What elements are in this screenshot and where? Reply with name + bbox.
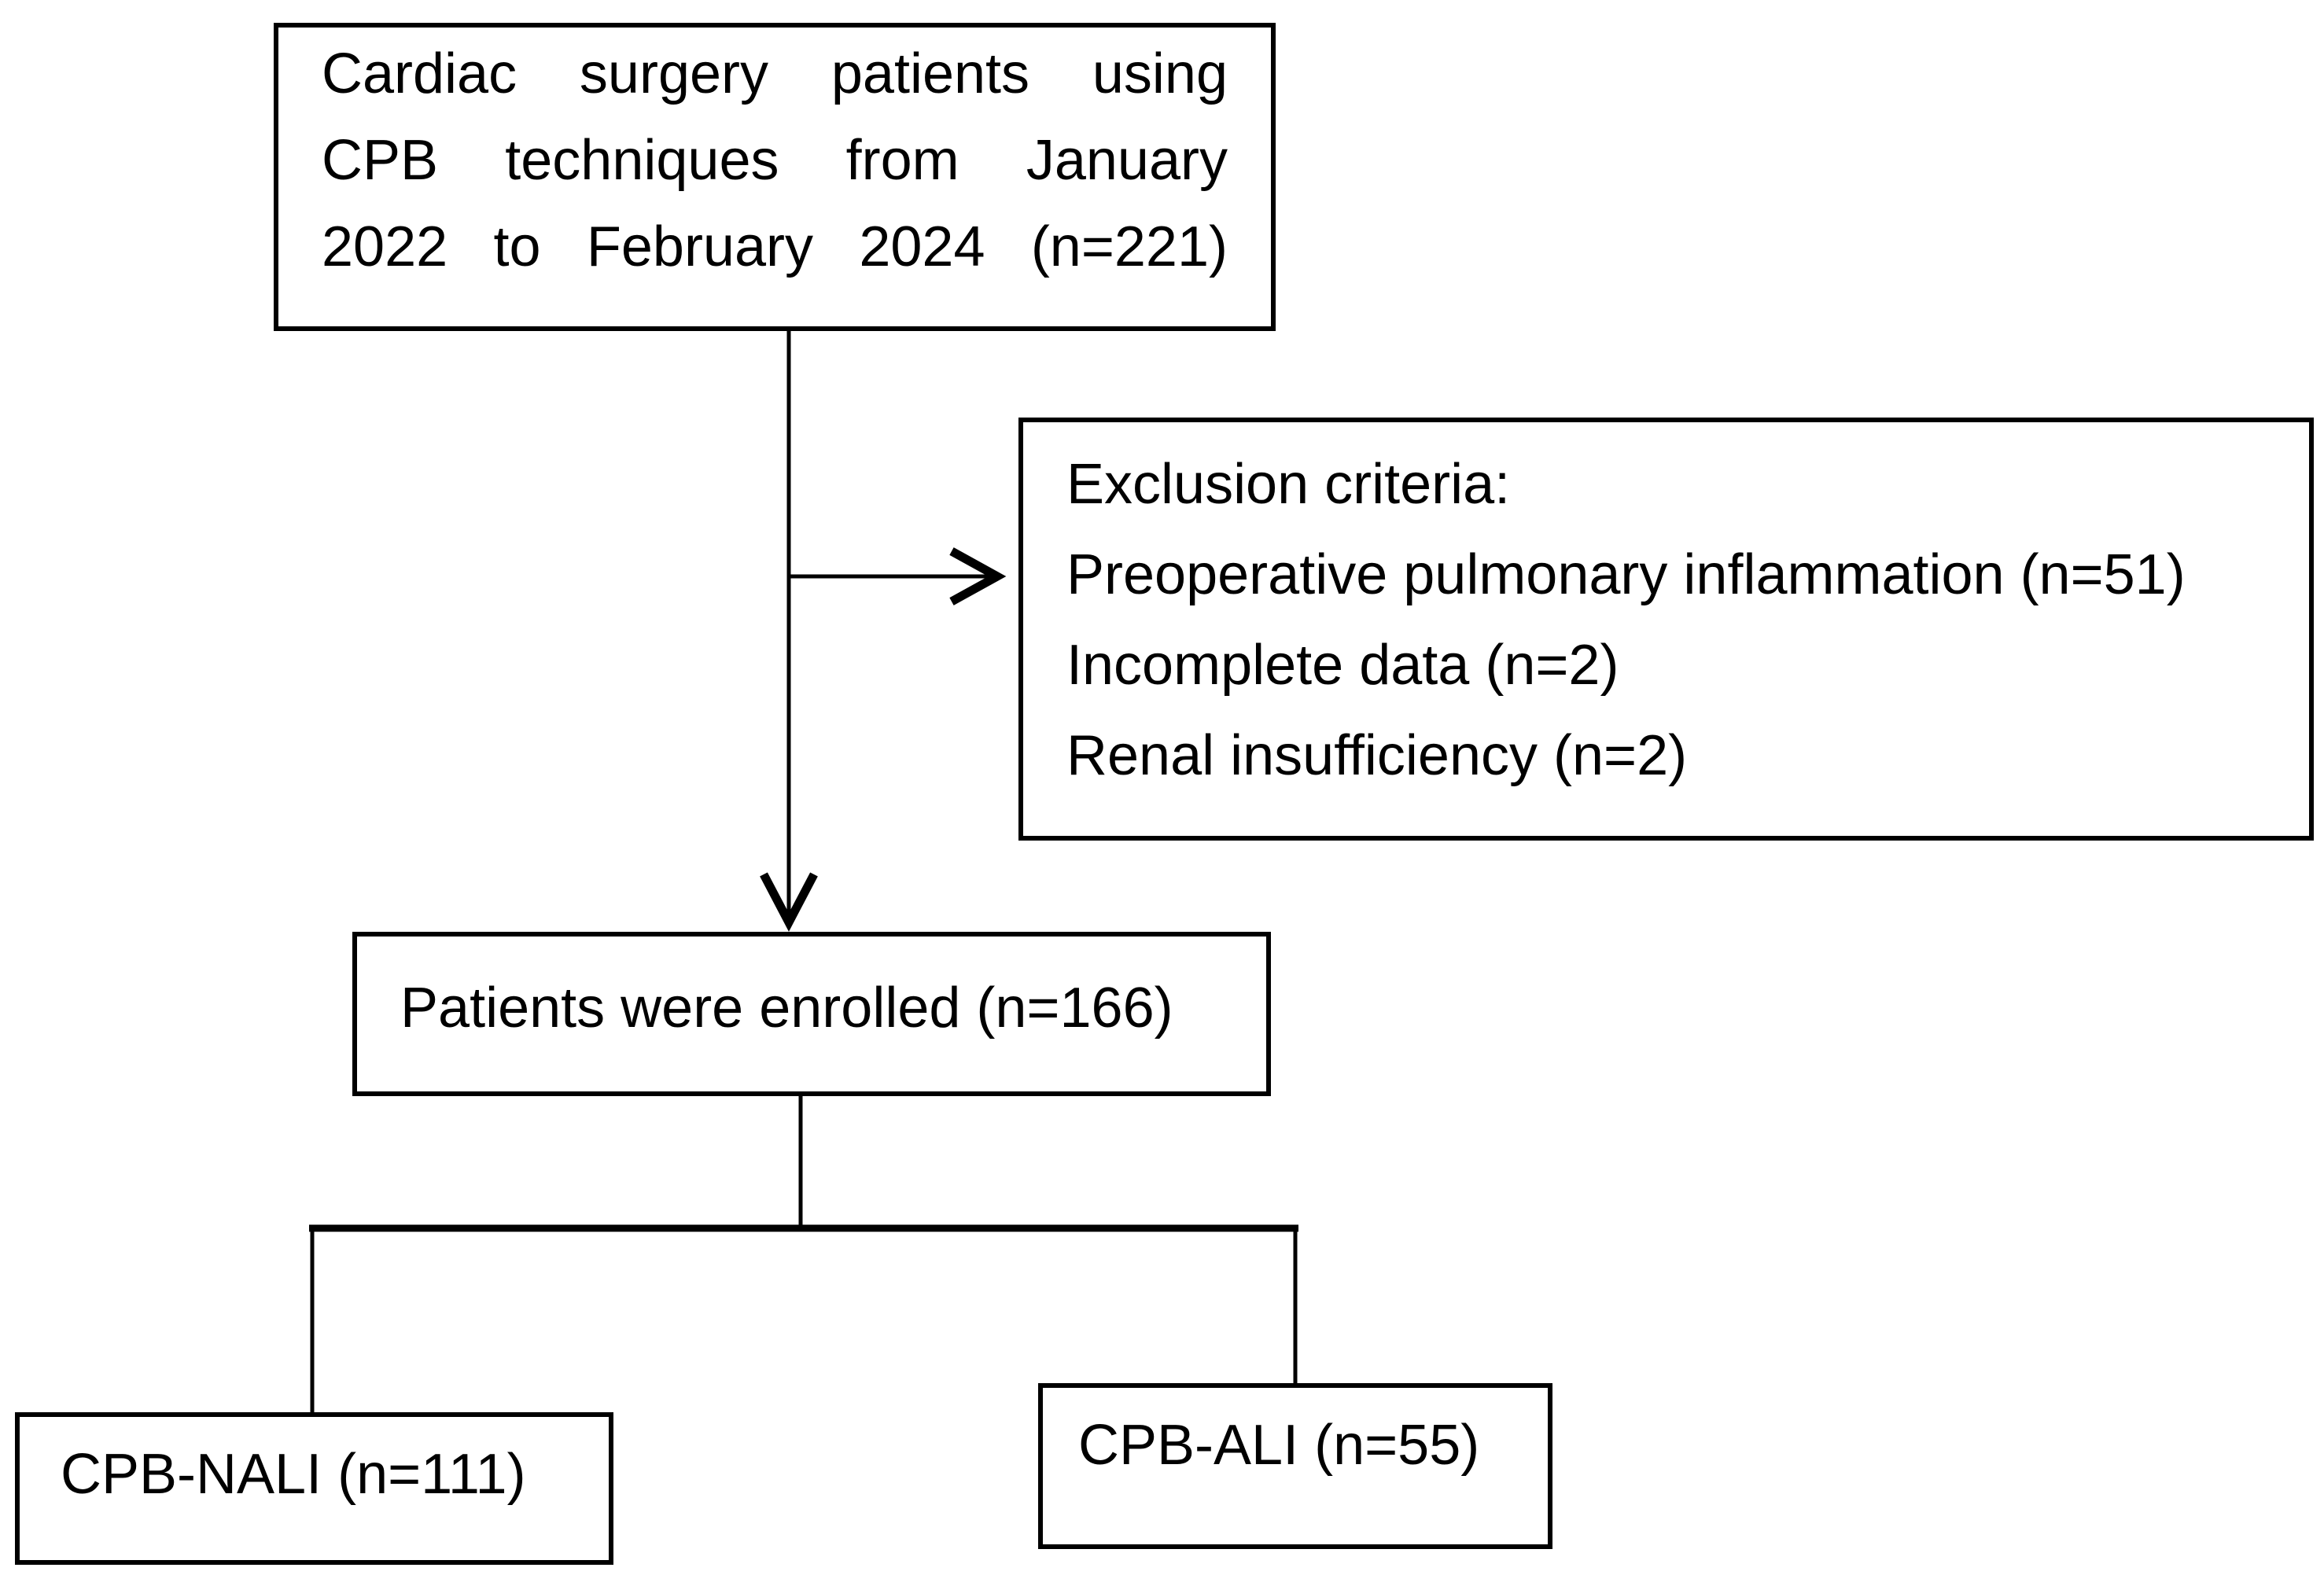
- population-line-1: Cardiac surgery patients using: [322, 42, 1228, 105]
- cpb-nali-label: CPB-NALI (n=111): [61, 1443, 526, 1506]
- exclusion-item-3: Renal insufficiency (n=2): [1066, 724, 1688, 787]
- enrolled-label: Patients were enrolled (n=166): [400, 976, 1173, 1040]
- population-box: Cardiac surgery patients using CPB techn…: [274, 23, 1276, 331]
- down-arrowhead-icon: [760, 872, 818, 932]
- enrolled-box: Patients were enrolled (n=166): [352, 932, 1271, 1096]
- right-arrowhead-icon: [949, 547, 1007, 605]
- exclusion-title: Exclusion criteria:: [1066, 453, 1511, 516]
- exclusion-item-1: Preoperative pulmonary inflammation (n=5…: [1066, 543, 2186, 606]
- exclusion-item-2: Incomplete data (n=2): [1066, 634, 1619, 697]
- population-line-2: CPB techniques from January: [322, 129, 1228, 192]
- exclusion-box: Exclusion criteria: Preoperative pulmona…: [1018, 418, 2314, 841]
- cpb-ali-box: CPB-ALI (n=55): [1038, 1383, 1552, 1549]
- cpb-nali-box: CPB-NALI (n=111): [15, 1412, 613, 1565]
- population-line-3: 2022 to February 2024 (n=221): [322, 215, 1228, 278]
- cpb-ali-label: CPB-ALI (n=55): [1078, 1413, 1480, 1477]
